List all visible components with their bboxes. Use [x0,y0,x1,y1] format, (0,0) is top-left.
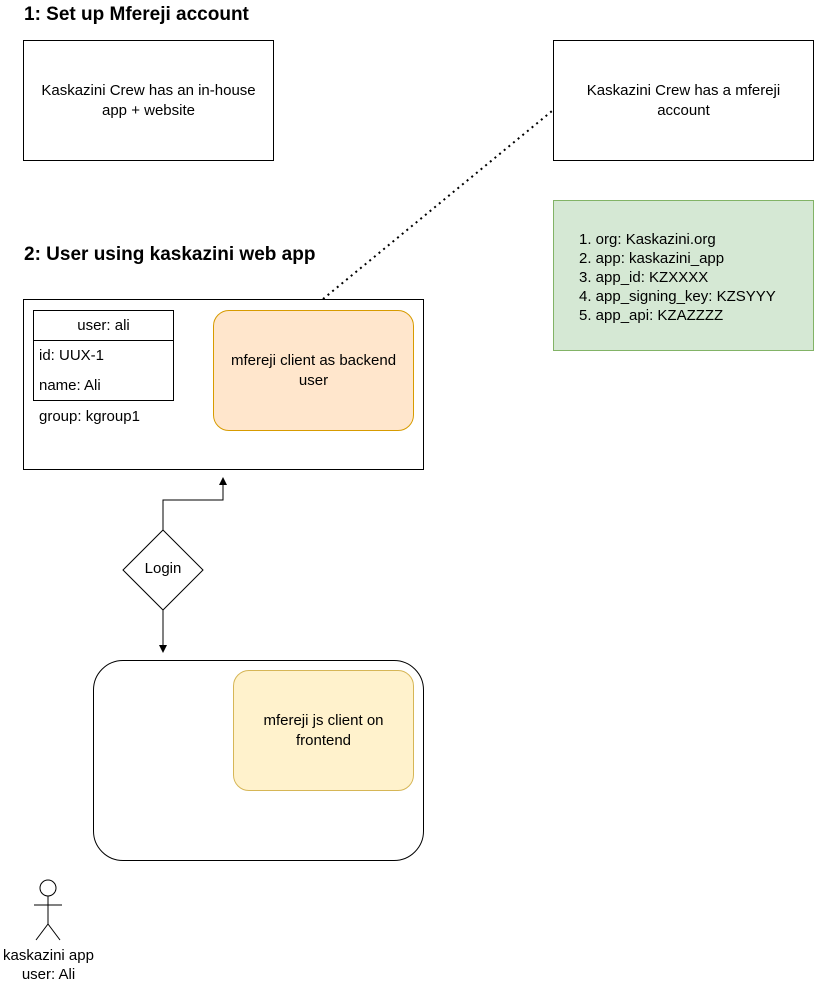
account-detail-item: 5. app_api: KZAZZZZ [579,307,724,324]
frontend-client-label: mfereji js client on frontend [263,711,384,749]
dotted-link [322,110,553,300]
user-card-header: user: ali [34,311,173,341]
account-detail-item: 4. app_signing_key: KZSYYY [579,288,776,305]
user-group-field: group: kgroup1 [39,408,140,425]
user-card: user: ali id: UUX-1 name: Ali [33,310,174,401]
login-label: Login [144,560,182,577]
account-detail-item: 1. org: Kaskazini.org [579,231,716,248]
mfereji-account-box: Kaskazini Crew has a mfereji account [553,40,814,161]
user-name-field: name: Ali [39,377,101,394]
account-detail-item: 3. app_id: KZXXXX [579,269,709,286]
section1-title: 1: Set up Mfereji account [24,4,249,25]
login-to-backend-arrow [162,477,227,530]
user-id-field: id: UUX-1 [39,347,105,364]
backend-client-label: mfereji client as backend user [230,351,397,389]
actor-label: kaskazini app user: Ali [3,947,94,983]
section2-title: 2: User using kaskazini web app [24,244,316,265]
in-house-app-box: Kaskazini Crew has an in-house app + web… [23,40,274,161]
account-details-box: 1. org: Kaskazini.org 2. app: kaskazini_… [553,200,814,351]
account-detail-item: 2. app: kaskazini_app [579,250,725,267]
user-actor-icon [34,879,62,941]
frontend-client-box: mfereji js client on frontend [233,670,414,791]
backend-client-box: mfereji client as backend user [213,310,414,431]
in-house-app-label: Kaskazini Crew has an in-house app + web… [41,81,256,119]
login-diamond [122,529,204,611]
mfereji-account-label: Kaskazini Crew has a mfereji account [586,81,781,119]
